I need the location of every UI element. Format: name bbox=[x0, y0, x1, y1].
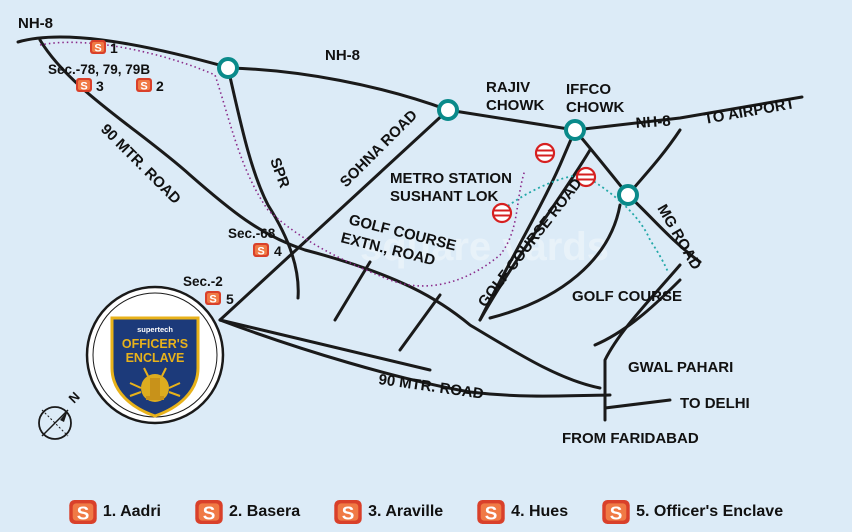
project-marker-5[interactable]: 5 bbox=[205, 291, 234, 307]
legend-label: 4. Hues bbox=[511, 503, 569, 520]
legend-label: 5. Officer's Enclave bbox=[636, 503, 784, 520]
label-rajiv-chowk-2: CHOWK bbox=[486, 97, 544, 114]
project-marker-2[interactable]: 2 bbox=[136, 78, 164, 94]
road-to-delhi bbox=[603, 398, 672, 410]
road-90-mtr-upper bbox=[38, 38, 602, 390]
watermark: square yards bbox=[360, 225, 609, 269]
badge-line1: OFFICER'S bbox=[122, 337, 188, 351]
supertech-marker-icon bbox=[334, 500, 362, 524]
road-spr bbox=[226, 66, 300, 300]
label-rajiv-chowk-1: RAJIV bbox=[486, 79, 530, 96]
project-marker-4[interactable]: 4 bbox=[253, 243, 282, 259]
road-golf-course bbox=[478, 128, 577, 322]
legend-item-aadri[interactable]: 1. Aadri bbox=[69, 500, 161, 524]
project-marker-3[interactable]: 3 bbox=[76, 78, 104, 94]
junction-mg-road[interactable] bbox=[617, 184, 639, 206]
road-sohna bbox=[218, 108, 450, 322]
badge-brand: supertech bbox=[137, 325, 173, 334]
supertech-marker-icon bbox=[602, 500, 630, 524]
junction-rajiv-chowk[interactable] bbox=[437, 99, 459, 121]
label-from-faridabad: FROM FARIDABAD bbox=[562, 430, 699, 447]
label-sec-2: Sec.-2 bbox=[183, 274, 223, 289]
label-iffco-chowk-1: IFFCO bbox=[566, 81, 611, 98]
label-golf-course: GOLF COURSE bbox=[572, 288, 682, 305]
shield-icon bbox=[110, 316, 200, 418]
legend-label: 2. Basera bbox=[228, 503, 301, 520]
marker-number: 3 bbox=[96, 78, 104, 94]
label-metro-station-2: SUSHANT LOK bbox=[390, 188, 499, 205]
officers-enclave-badge[interactable]: supertech OFFICER'S ENCLAVE bbox=[85, 285, 225, 425]
junction-nh8-spr[interactable] bbox=[217, 57, 239, 79]
project-marker-1[interactable]: 1 bbox=[90, 40, 118, 56]
supertech-marker-icon bbox=[195, 500, 223, 524]
label-nh8-right: NH-8 bbox=[635, 113, 671, 132]
supertech-marker-icon bbox=[477, 500, 505, 524]
legend-item-hues[interactable]: 4. Hues bbox=[477, 500, 568, 524]
metro-icon-3[interactable] bbox=[491, 202, 513, 224]
road-golf-course-parallel bbox=[478, 148, 592, 322]
road-gwal-pahari bbox=[593, 278, 682, 347]
label-metro-station-1: METRO STATION bbox=[390, 170, 512, 187]
label-gwal-pahari: GWAL PAHARI bbox=[628, 359, 733, 376]
legend-item-officers-enclave[interactable]: 5. Officer's Enclave bbox=[602, 500, 783, 524]
road-connector-1 bbox=[333, 260, 372, 322]
label-sec-68: Sec.-68 bbox=[228, 226, 276, 241]
legend-item-basera[interactable]: 2. Basera bbox=[195, 500, 300, 524]
legend: 1. Aadri 2. Basera 3. Araville 4. Hues 5… bbox=[0, 492, 852, 532]
label-nh8-mid: NH-8 bbox=[325, 47, 360, 64]
legend-item-araville[interactable]: 3. Araville bbox=[334, 500, 443, 524]
junctions bbox=[217, 57, 639, 206]
marker-number: 4 bbox=[274, 243, 282, 259]
label-nh8-top-left: NH-8 bbox=[18, 15, 53, 32]
marker-number: 2 bbox=[156, 78, 164, 94]
junction-iffco-chowk[interactable] bbox=[564, 119, 586, 141]
road-faridabad bbox=[603, 263, 682, 422]
marker-number: 1 bbox=[110, 40, 118, 56]
supertech-marker-icon bbox=[69, 500, 97, 524]
road-90-mtr-lower bbox=[218, 318, 612, 398]
legend-label: 1. Aadri bbox=[102, 503, 161, 520]
emblem-icon bbox=[129, 367, 181, 402]
legend-label: 3. Araville bbox=[368, 503, 444, 520]
spr-dotted-path bbox=[39, 41, 526, 287]
road-golf-south bbox=[488, 203, 622, 320]
label-sec-78: Sec.-78, 79, 79B bbox=[48, 62, 150, 77]
label-to-delhi: TO DELHI bbox=[680, 395, 750, 412]
label-iffco-chowk-2: CHOWK bbox=[566, 99, 624, 116]
road-connector-2 bbox=[398, 293, 442, 352]
badge-line2: ENCLAVE bbox=[126, 351, 185, 365]
road-sohna-ext bbox=[218, 318, 432, 372]
metro-line bbox=[499, 174, 669, 273]
metro-icon-1[interactable] bbox=[534, 142, 556, 164]
marker-number: 5 bbox=[226, 291, 234, 307]
